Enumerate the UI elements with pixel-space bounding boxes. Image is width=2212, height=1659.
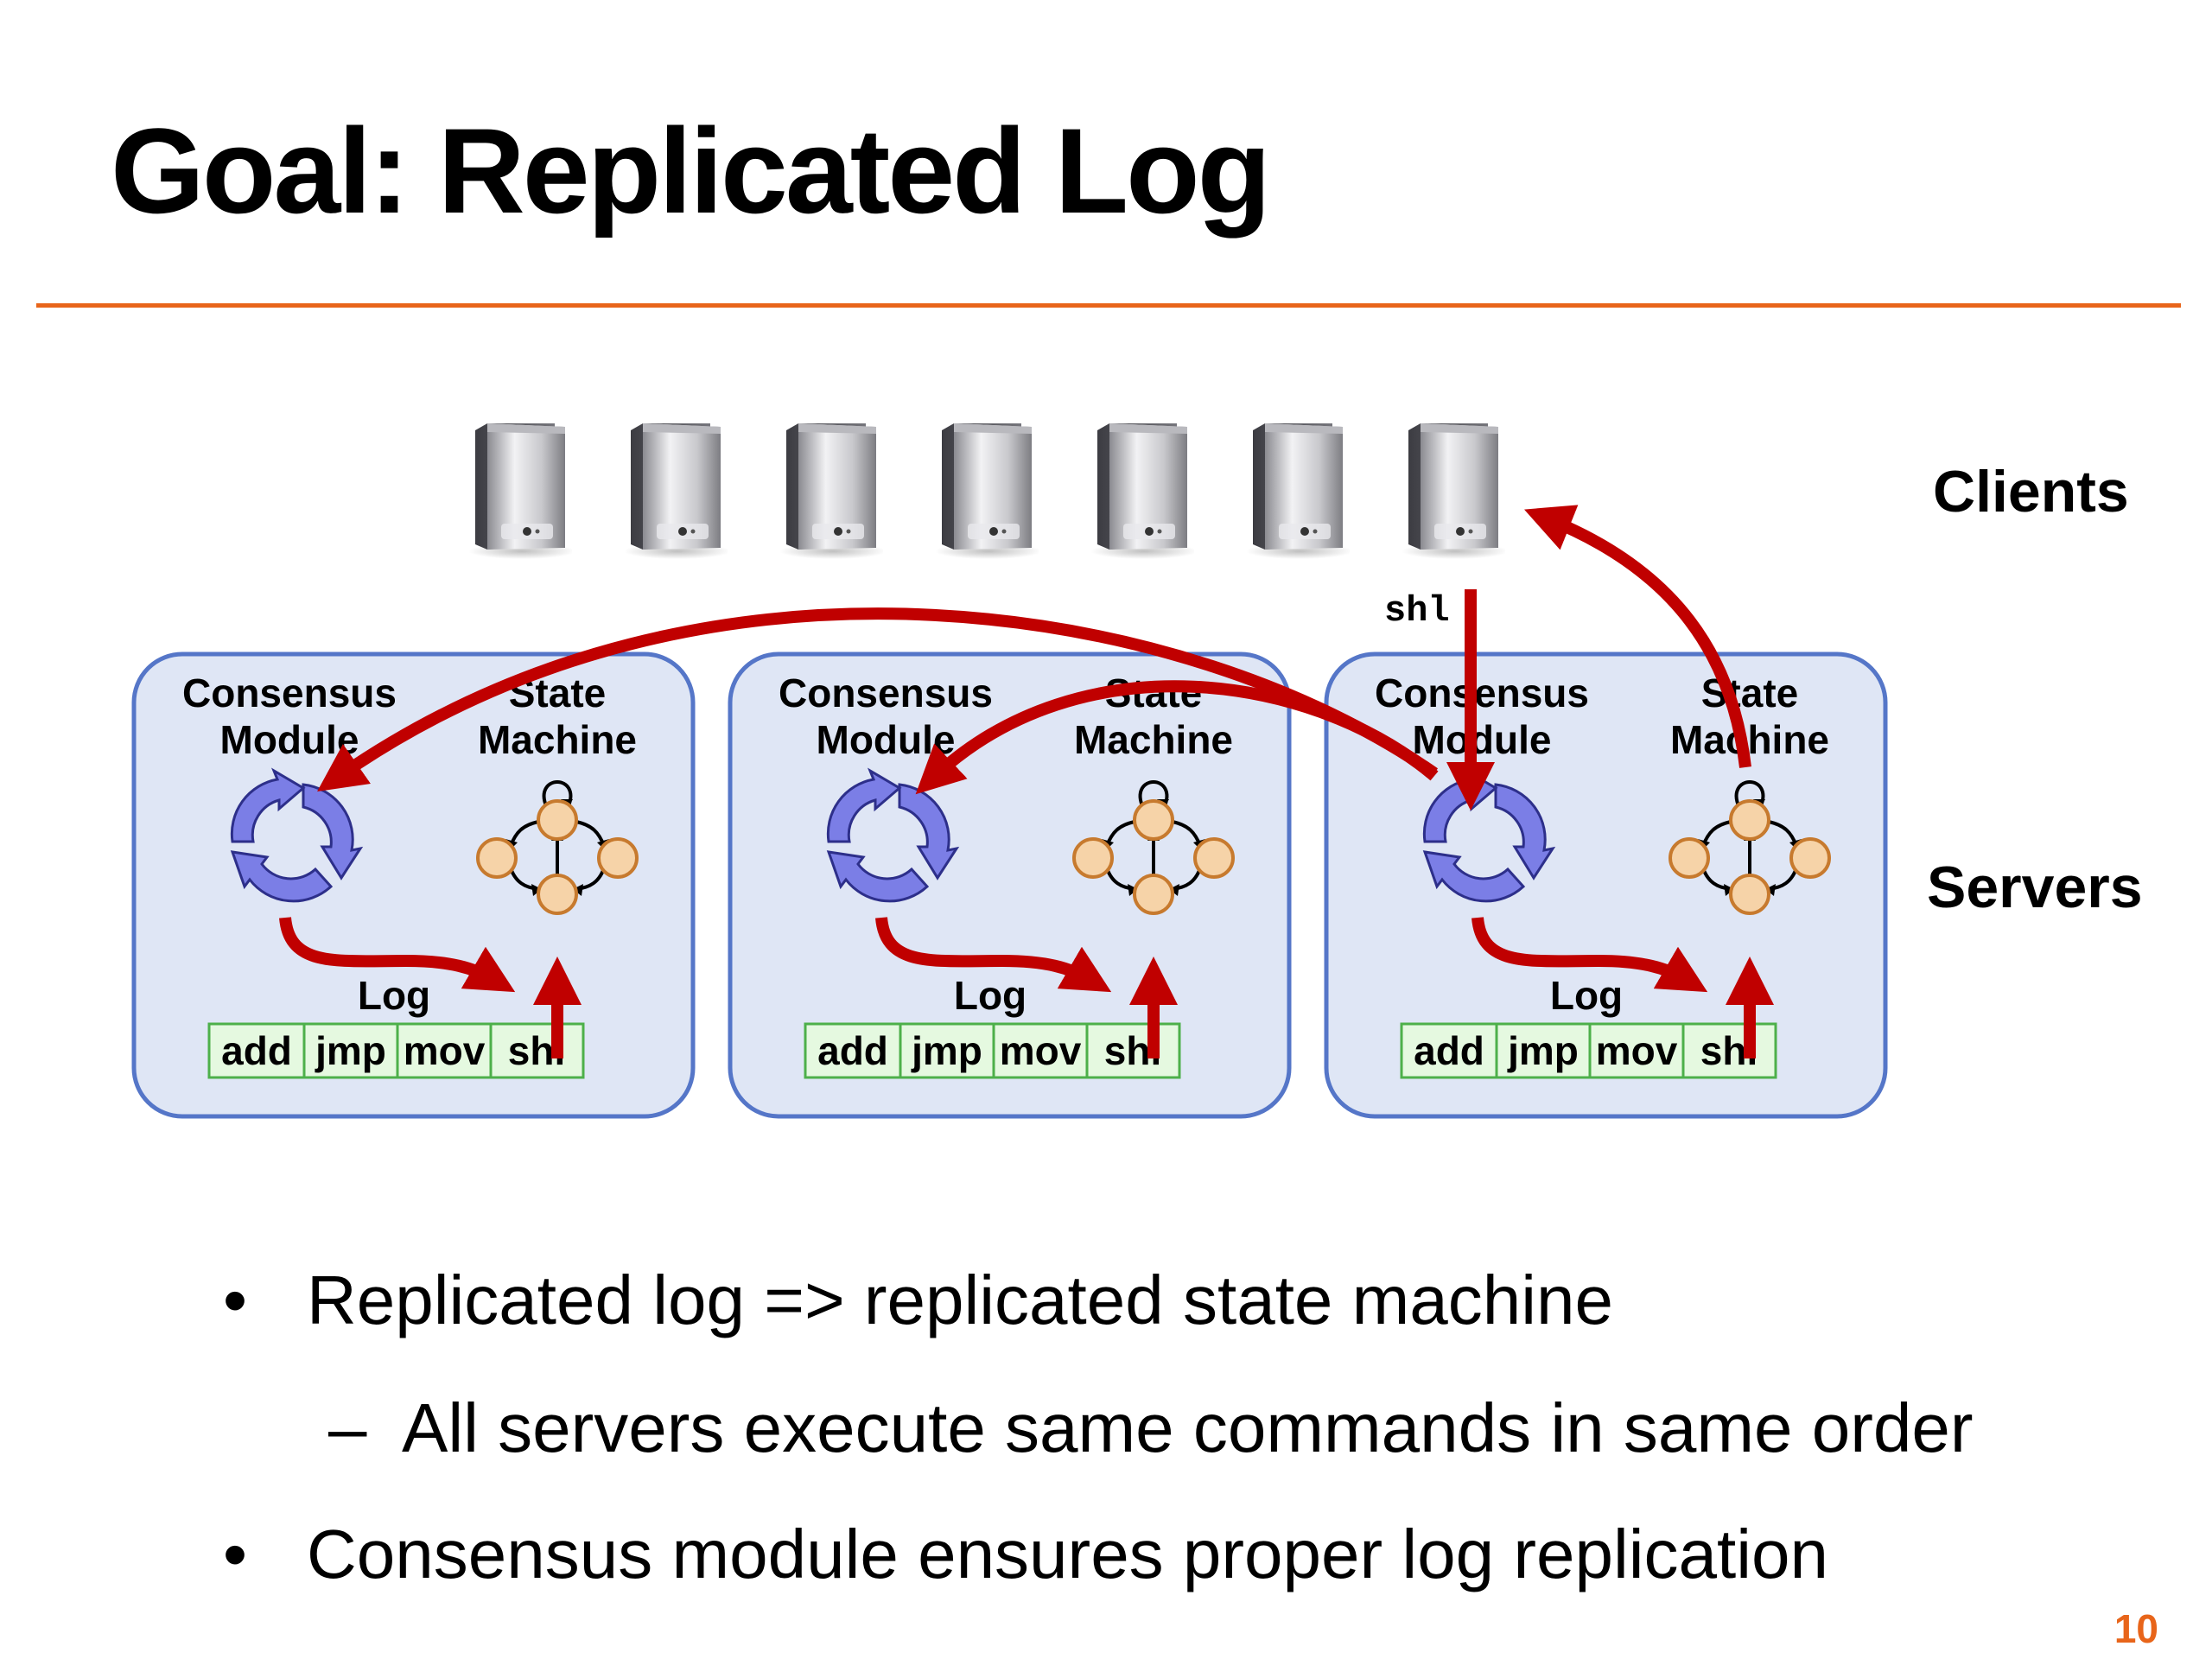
consensus-to-log-arrow [1471,917,1708,993]
server-box-2: Consensus Module State Machine Log add j… [728,652,1292,1119]
computer-tower-icon [1402,423,1505,559]
replicate-to-server-2-arrow [915,680,1439,795]
server-box-1: Consensus Module State Machine Log add j… [131,652,696,1119]
computer-tower-icon [1090,423,1194,559]
log-entry: jmp [1507,1028,1579,1073]
client-request-label: shl [1384,590,1450,632]
state-machine-label-line2: Machine [478,717,637,762]
replication-arrows [317,505,1751,810]
log-entries: add jmp mov shl [1400,1022,1777,1079]
log-entry: add [1414,1028,1484,1073]
title-divider [36,303,2181,308]
computer-tower-icon [779,423,883,559]
bullet-marker: • [223,1516,248,1592]
log-entry: add [221,1028,292,1073]
log-entry: mov [404,1028,486,1073]
log-label: Log [954,973,1027,1018]
servers-label: Servers [1927,855,2143,920]
bullet-1: Replicated log => replicated state machi… [307,1262,1614,1338]
log-label: Log [1550,973,1623,1018]
consensus-module-label-line2: Module [817,717,956,762]
bullet-2: Consensus module ensures proper log repl… [307,1516,1829,1592]
log-label: Log [358,973,430,1018]
log-entry: add [817,1028,888,1073]
consensus-module-label-line2: Module [1413,717,1552,762]
log-entries: add jmp mov shl [207,1022,585,1079]
computer-tower-icon [624,423,728,559]
log-entry: mov [1596,1028,1678,1073]
server-box-3: Consensus Module State Machine Log add j… [1324,652,1888,1119]
log-entry: jmp [911,1028,982,1073]
consensus-module-label-line1: Consensus [779,671,993,715]
consensus-module-label-line1: Consensus [1375,671,1589,715]
clients-row [468,423,1505,559]
clients-label: Clients [1933,459,2129,524]
consensus-to-log-arrow [279,917,516,993]
log-entries: add jmp mov shl [804,1022,1181,1079]
consensus-to-log-arrow [875,917,1112,993]
log-entry: jmp [315,1028,386,1073]
state-machine-label-line1: State [1701,671,1798,715]
consensus-module-label-line1: Consensus [182,671,397,715]
slide-title: Goal: Replicated Log [111,103,1271,238]
state-machine-label-line2: Machine [1074,717,1233,762]
log-entry: mov [1000,1028,1082,1073]
page-number: 10 [2113,1606,2158,1651]
consensus-module-label-line2: Module [220,717,359,762]
sub-bullet-1: All servers execute same commands in sam… [402,1389,1974,1466]
computer-tower-icon [468,423,572,559]
computer-tower-icon [935,423,1039,559]
bullet-marker: • [223,1262,248,1338]
computer-tower-icon [1246,423,1350,559]
result-to-client-arrow [1524,505,1751,768]
sub-bullet-marker: – [328,1389,367,1466]
